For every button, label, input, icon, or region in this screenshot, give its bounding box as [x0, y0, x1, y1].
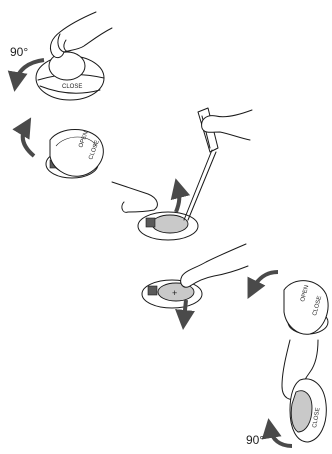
step5-attach-cover: OPEN CLOSE [252, 272, 328, 334]
lift-arrow-icon [23, 126, 34, 156]
step2-remove-cover: OPEN CLOSE [23, 126, 104, 178]
battery-coin [152, 215, 188, 233]
step6-lock-cover: CLOSE 90° [246, 340, 326, 447]
step1-twist-cover: 90° CLOSE [10, 12, 112, 100]
angle-label: 90° [10, 45, 28, 59]
hand-icon [112, 182, 157, 212]
rotate-arrow-icon [270, 428, 292, 446]
pry-arrow-icon [176, 188, 179, 212]
close-label: CLOSE [62, 84, 82, 90]
hand-icon [181, 244, 248, 287]
step4-insert-battery: + [142, 244, 248, 320]
push-arrow-icon [184, 300, 186, 320]
angle-label: 90° [246, 433, 264, 447]
step3-pry-battery [112, 108, 252, 240]
attach-arrow-icon [252, 272, 278, 290]
polarity-label: + [172, 288, 177, 298]
